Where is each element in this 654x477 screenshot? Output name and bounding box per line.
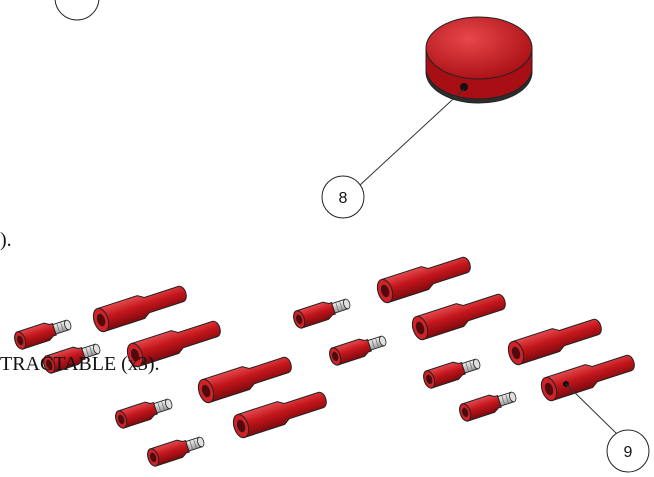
leader-line-8 [359,88,465,186]
male-connector [113,393,175,431]
female-connector [195,351,295,406]
knob-part-8 [425,16,533,104]
callout-9-label: 9 [624,444,633,461]
female-connector [409,288,509,343]
female-connector [374,251,474,306]
text-fragment-lower: TRACTABLE (x3). [0,353,160,375]
male-connector [457,386,519,424]
male-connector [327,330,389,368]
leader-line-9 [565,383,618,435]
female-connector [505,313,605,368]
female-connector [90,280,190,335]
male-connector [12,314,74,352]
callout-8-label: 8 [339,190,348,207]
male-connector [145,431,207,469]
partial-callout-circle [54,0,100,21]
male-connector [421,353,483,391]
female-connector [538,349,638,404]
male-connector [291,293,353,331]
female-connector [230,386,330,441]
callout-8: 8 [321,175,365,219]
text-fragment-upper: ). [0,229,12,251]
callout-9: 9 [606,429,650,473]
